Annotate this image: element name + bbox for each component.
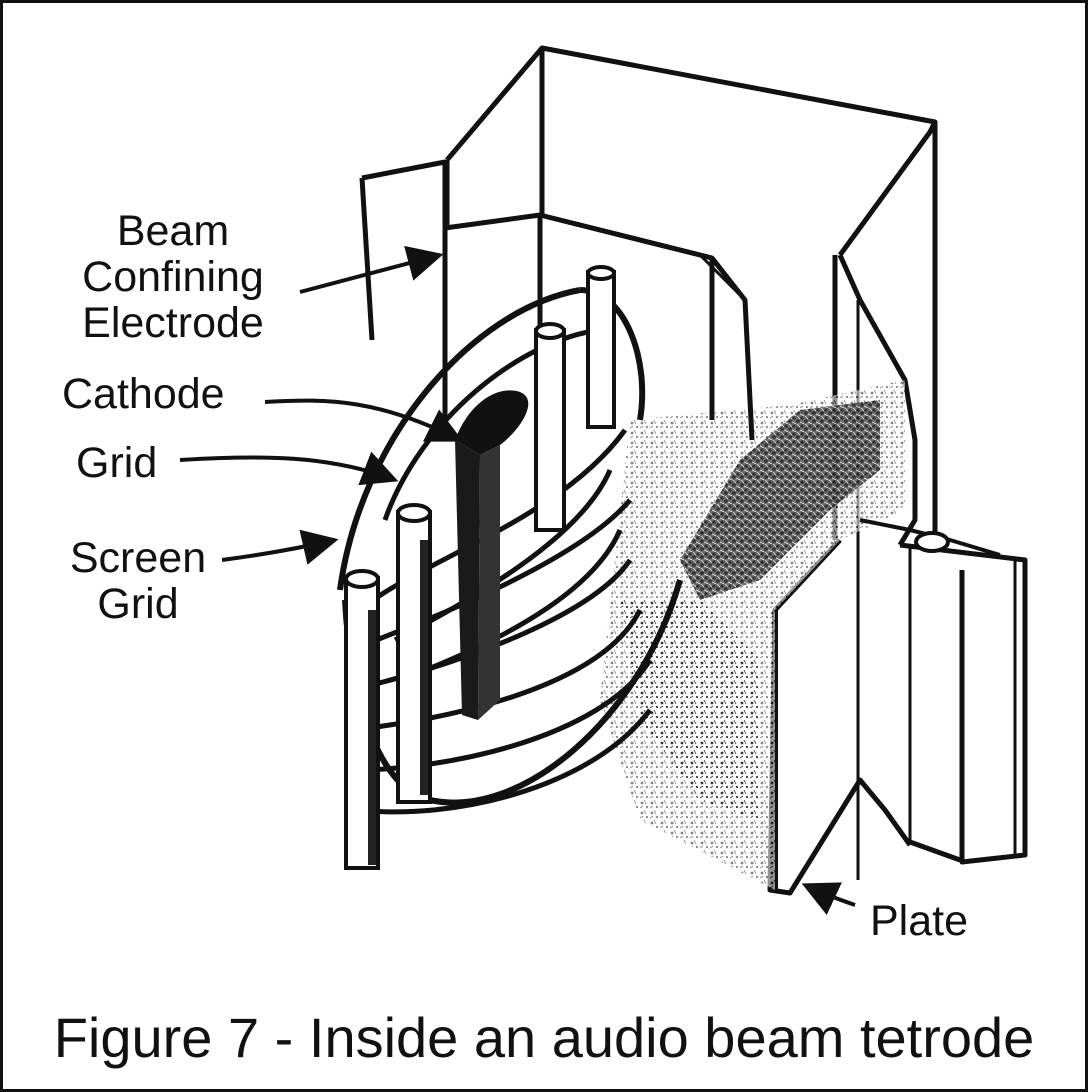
label-screen-grid: Screen Grid (58, 535, 218, 627)
label-cathode: Cathode (62, 371, 225, 417)
label-beam-confining-electrode: Beam Confining Electrode (58, 208, 288, 346)
label-beam-line1: Beam (58, 208, 288, 254)
leader-grid (180, 457, 395, 480)
label-beam-line3: Electrode (58, 300, 288, 346)
label-beam-line2: Confining (58, 254, 288, 300)
label-grid: Grid (76, 440, 157, 486)
plate-lug (860, 520, 1000, 555)
figure-caption: Figure 7 - Inside an audio beam tetrode (0, 1006, 1088, 1070)
leader-screen-grid (222, 540, 335, 560)
label-screen-line1: Screen (58, 535, 218, 581)
label-plate: Plate (870, 898, 968, 944)
leader-plate (805, 885, 855, 905)
cathode (455, 390, 528, 720)
label-screen-line2: Grid (58, 581, 218, 627)
